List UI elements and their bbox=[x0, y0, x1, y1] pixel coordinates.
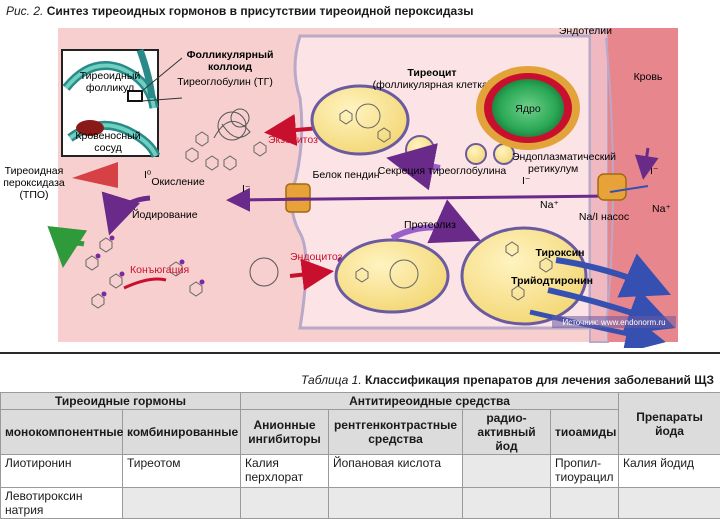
label-oxidation: Окисление bbox=[151, 176, 205, 188]
label-iodide-blood: I⁻ bbox=[650, 165, 659, 177]
label-nai-pump: Na/I насос bbox=[579, 211, 629, 223]
label-sodium-blood: Na⁺ bbox=[652, 203, 671, 215]
table-number: Таблица 1. bbox=[301, 373, 362, 387]
label-colloid-2: коллоид bbox=[208, 61, 252, 73]
cell-anion bbox=[241, 488, 329, 519]
label-iodine-zero: I⁰ bbox=[144, 169, 152, 181]
table-title: Классификация препаратов для лечения заб… bbox=[365, 373, 714, 387]
label-er-2: ретикулум bbox=[528, 163, 578, 175]
cell-xray bbox=[329, 488, 463, 519]
thyroid-hormone-synthesis-diagram: Тиреоидный фолликул Кровеносный сосуд Фо… bbox=[0, 28, 720, 348]
header-mono: монокомпонентные bbox=[1, 410, 123, 455]
header-anion: Анионные ингибиторы bbox=[241, 410, 329, 455]
header-radio: радио-активный йод bbox=[463, 410, 551, 455]
label-thyrocyte-2: (фолликулярная клетка) bbox=[373, 79, 492, 91]
label-tpo: Тиреоидная bbox=[5, 165, 64, 177]
label-iodide-cell: I⁻ bbox=[522, 175, 531, 187]
cell-thio: Пропил-тиоурацил bbox=[551, 455, 619, 488]
table-row: Лиотиронин Тиреотом Калия перхлорат Йопа… bbox=[1, 455, 720, 488]
label-exocytosis: Экзоцитоз bbox=[268, 134, 318, 146]
label-endothelium: Эндотелий bbox=[559, 28, 612, 37]
label-triiodothyronine: Трийодтиронин bbox=[511, 275, 593, 287]
cell-anion: Калия перхлорат bbox=[241, 455, 329, 488]
cell-iodine bbox=[619, 488, 720, 519]
table-caption: Таблица 1. Классификация препаратов для … bbox=[301, 373, 714, 387]
label-nucleus: Ядро bbox=[515, 103, 541, 115]
label-thyroglobulin: Тиреоглобулин (ТГ) bbox=[177, 76, 273, 88]
label-pendrin: Белок пендин bbox=[312, 169, 379, 181]
header-iodine: Препараты йода bbox=[619, 393, 720, 455]
endocytic-vesicle bbox=[336, 240, 448, 312]
cell-combo: Тиреотом bbox=[123, 455, 241, 488]
table-row: Левотироксин натрия bbox=[1, 488, 720, 519]
cell-combo bbox=[123, 488, 241, 519]
label-proteolysis: Протеолиз bbox=[404, 219, 456, 231]
label-follicle-2: фолликул bbox=[86, 82, 134, 94]
small-vesicle-2 bbox=[466, 144, 486, 164]
label-iodination: Йодирование bbox=[132, 208, 198, 221]
figure-number: Рис. 2. bbox=[6, 4, 43, 18]
cell-iodine: Калия йодид bbox=[619, 455, 720, 488]
label-er: Эндоплазматический bbox=[512, 151, 616, 163]
label-blood: Кровь bbox=[634, 71, 663, 83]
cell-mono: Левотироксин натрия bbox=[1, 488, 123, 519]
header-combo: комбинированные bbox=[123, 410, 241, 455]
na-i-pump bbox=[598, 174, 626, 200]
cell-radio bbox=[463, 488, 551, 519]
label-thyroxine: Тироксин bbox=[535, 247, 584, 259]
label-follicle: Тиреоидный bbox=[80, 70, 141, 82]
cell-xray: Йопановая кислота bbox=[329, 455, 463, 488]
label-colloid: Фолликулярный bbox=[187, 49, 274, 61]
label-tpo-3: (ТПО) bbox=[19, 189, 48, 201]
label-endocytosis: Эндоцитоз bbox=[290, 251, 343, 263]
label-source: Источник: www.endonorm.ru bbox=[562, 318, 665, 327]
cell-thio bbox=[551, 488, 619, 519]
label-vessel: Кровеносный bbox=[75, 130, 140, 142]
drug-classification-table: Тиреоидные гормоны Антитиреоидные средст… bbox=[0, 392, 720, 519]
nucleus: Ядро bbox=[476, 66, 580, 150]
header-xray: рентгенконтрастные средства bbox=[329, 410, 463, 455]
secretory-vesicle bbox=[312, 86, 408, 154]
figure-title: Синтез тиреоидных гормонов в присутствии… bbox=[47, 4, 474, 18]
label-vessel-2: сосуд bbox=[94, 142, 122, 154]
label-secretion: Секреция тиреоглобулина bbox=[378, 165, 507, 177]
figure-caption: Рис. 2. Синтез тиреоидных гормонов в при… bbox=[6, 4, 474, 18]
header-antithyroid: Антитиреоидные средства bbox=[241, 393, 619, 410]
label-thyrocyte: Тиреоцит bbox=[407, 67, 456, 79]
label-tpo-2: пероксидаза bbox=[3, 177, 65, 189]
cell-radio bbox=[463, 455, 551, 488]
cell-mono: Лиотиронин bbox=[1, 455, 123, 488]
section-divider bbox=[0, 352, 720, 354]
label-conjugation: Конъюгация bbox=[130, 264, 189, 276]
header-thio: тиоамиды bbox=[551, 410, 619, 455]
label-iodide-colloid: I⁻ bbox=[242, 183, 251, 195]
header-thyroid-hormones: Тиреоидные гормоны bbox=[1, 393, 241, 410]
label-sodium-cell: Na⁺ bbox=[540, 199, 559, 211]
